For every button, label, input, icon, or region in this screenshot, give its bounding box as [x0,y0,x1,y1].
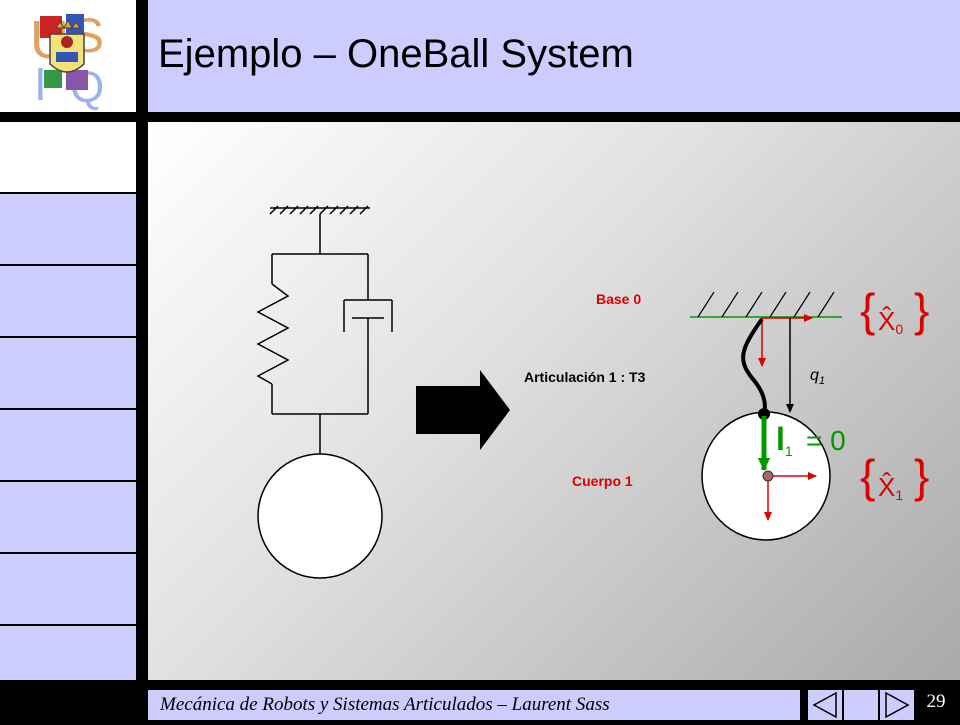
body-center-point [762,470,774,482]
main-content: Base 0 Articulación 1 : T3 Cuerpo 1 q1 [148,122,960,680]
q1-label: q1 [810,367,825,387]
sidebar-button-1[interactable] [0,194,136,264]
joint-label: Articulación 1 : T3 [524,369,646,385]
damper-icon [343,299,393,414]
next-slide-button[interactable] [880,690,914,720]
sidebar-button-4[interactable] [0,410,136,480]
transform-arrow-icon [416,370,510,450]
page-number: 29 [926,691,946,712]
title-bar: Ejemplo – OneBall System [148,0,960,112]
oneball-diagram: Base 0 Articulación 1 : T3 Cuerpo 1 q1 [256,205,929,579]
joint-point [758,408,770,420]
footer-text: Mecánica de Robots y Sistemas Articulado… [160,694,610,715]
svg-text:{: { [860,284,875,336]
sidebar-header [0,122,136,192]
sidebar-button-6[interactable] [0,554,136,624]
ground-hatch [269,205,369,215]
svg-text:X̂1: X̂1 [878,472,903,503]
mass-ball [257,453,383,579]
footer-bar: Mecánica de Robots y Sistemas Articulado… [148,690,800,720]
frame0-label: { X̂0 } [860,284,929,337]
sidebar-button-2[interactable] [0,266,136,336]
university-crest-logo: U S I Q [30,10,104,112]
blank-nav-button[interactable] [844,690,878,720]
logo-letter-i: I [34,58,47,110]
svg-text:X̂0: X̂0 [878,306,903,337]
svg-text:}: } [914,284,929,336]
svg-text:{: { [860,450,875,502]
sidebar-button-7[interactable] [0,626,136,680]
prev-slide-button[interactable] [808,690,842,720]
joint-link [741,317,767,415]
oneball-model: Base 0 Articulación 1 : T3 Cuerpo 1 q1 [524,284,929,541]
base-label: Base 0 [596,291,641,307]
body-label: Cuerpo 1 [572,473,633,489]
svg-text:}: } [914,450,929,502]
sidebar-button-3[interactable] [0,338,136,408]
page-title: Ejemplo – OneBall System [158,32,634,76]
base-hatch [697,291,835,318]
spring-icon [256,283,290,385]
triangle-left-icon [812,691,837,719]
triangle-right-icon [885,691,910,719]
frame1-label: { X̂1 } [860,450,929,503]
spring-damper-schematic [256,205,393,579]
logo-panel: U S I Q [0,0,136,112]
sidebar-button-5[interactable] [0,482,136,552]
l1-equals-zero: = 0 [806,425,846,456]
l1-symbol: l1 [776,421,793,459]
